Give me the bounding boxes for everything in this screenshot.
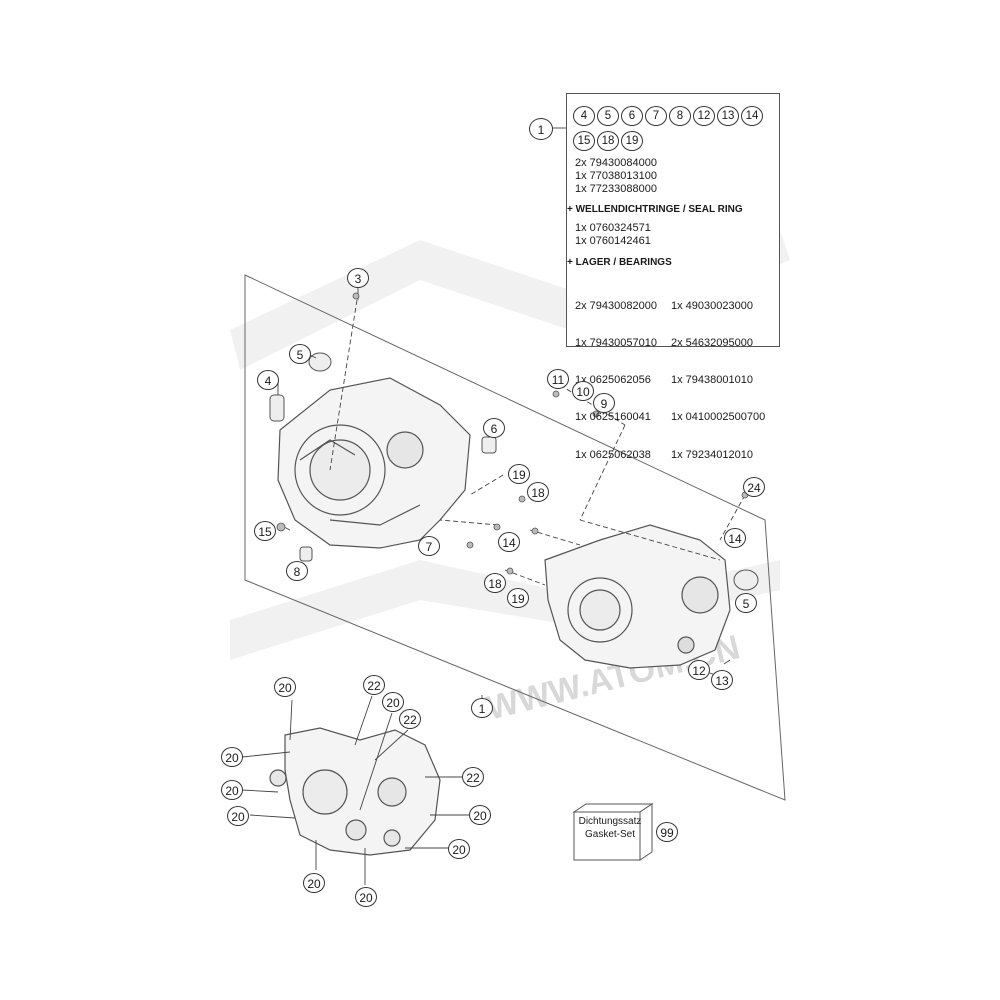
callout-1[interactable]: 1 <box>471 698 493 718</box>
callout-20[interactable]: 20 <box>221 780 243 800</box>
part-8-bushing <box>299 546 313 562</box>
legend-part: 1x 49030023000 <box>671 299 753 312</box>
part-5-ring <box>308 352 759 591</box>
seal-ring-heading: + WELLENDICHTRINGE / SEAL RING <box>567 204 743 215</box>
legend-chip: 5 <box>597 106 619 126</box>
legend-part: 2x 54632095000 <box>671 337 753 350</box>
callout-22[interactable]: 22 <box>363 675 385 695</box>
legend-part: 1x 0625160041 <box>575 411 651 424</box>
callout-13[interactable]: 13 <box>711 670 733 690</box>
callout-20[interactable]: 20 <box>355 887 377 907</box>
legend-chip: 6 <box>621 106 643 126</box>
callout-4[interactable]: 4 <box>257 370 279 390</box>
callout-8[interactable]: 8 <box>286 561 308 581</box>
callout-20[interactable]: 20 <box>227 806 249 826</box>
callout-99[interactable]: 99 <box>656 822 678 842</box>
part-4-sleeve <box>269 394 285 422</box>
callout-20[interactable]: 20 <box>303 873 325 893</box>
gasket-kit-label: Dichtungssatz Gasket-Set <box>570 805 650 853</box>
callout-20[interactable]: 20 <box>382 692 404 712</box>
callout-7[interactable]: 7 <box>418 536 440 556</box>
left-crankcase <box>277 377 471 549</box>
callout-15[interactable]: 15 <box>254 521 276 541</box>
bearings-col-2: 1x 49030023000 2x 54632095000 1x 7943800… <box>671 275 765 486</box>
callout-20[interactable]: 20 <box>448 839 470 859</box>
legend-chip: 4 <box>573 106 595 126</box>
bearings-heading: + LAGER / BEARINGS <box>567 257 672 268</box>
legend-chip: 7 <box>645 106 667 126</box>
legend-part: 1x 0625062038 <box>575 448 651 461</box>
legend-part: 1x 0760142461 <box>575 235 651 247</box>
callout-22[interactable]: 22 <box>462 767 484 787</box>
callout-14[interactable]: 14 <box>498 532 520 552</box>
watermark-logo <box>230 230 790 660</box>
legend-part: 1x 79430057010 <box>575 337 657 350</box>
callout-20[interactable]: 20 <box>221 747 243 767</box>
callout-11[interactable]: 11 <box>547 369 569 389</box>
callout-20[interactable]: 20 <box>469 805 491 825</box>
callout-10[interactable]: 10 <box>572 381 594 401</box>
legend-part: 1x 79438001010 <box>671 374 753 387</box>
legend-part: 1x 0625062056 <box>575 374 651 387</box>
callout-18[interactable]: 18 <box>527 482 549 502</box>
callout-22[interactable]: 22 <box>399 709 421 729</box>
legend-part: 2x 79430084000 <box>575 157 657 169</box>
callout-14[interactable]: 14 <box>724 528 746 548</box>
legend-part: 1x 79234012010 <box>671 448 753 461</box>
callout-9[interactable]: 9 <box>593 393 615 413</box>
callout-5[interactable]: 5 <box>735 593 757 613</box>
gasket-kit-line-2: Gasket-Set <box>584 829 636 840</box>
callout-19[interactable]: 19 <box>508 464 530 484</box>
gasket-kit-box <box>572 803 654 861</box>
legend-part: 1x 77233088000 <box>575 183 657 195</box>
legend-part: 2x 79430082000 <box>575 299 657 312</box>
legend-chip: 13 <box>717 106 739 126</box>
bearings-col-1: 2x 79430082000 1x 79430057010 1x 0625062… <box>575 275 657 486</box>
exploded-view-frame <box>244 274 786 801</box>
part-6-bushing <box>481 436 497 454</box>
legend-chip: 12 <box>693 106 715 126</box>
legend-chip: 19 <box>621 131 643 151</box>
right-crankcase <box>544 524 731 669</box>
callout-24[interactable]: 24 <box>743 477 765 497</box>
leader-lines <box>241 127 746 885</box>
callout-6[interactable]: 6 <box>483 418 505 438</box>
callout-5[interactable]: 5 <box>289 344 311 364</box>
legend-part: 1x 0410002500700 <box>671 411 766 424</box>
crankcase-side-view <box>269 727 441 856</box>
callout-12[interactable]: 12 <box>688 660 710 680</box>
legend-chip: 8 <box>669 106 691 126</box>
legend-chip: 14 <box>741 106 763 126</box>
legend-part: 1x 0760324571 <box>575 222 651 234</box>
callout-20[interactable]: 20 <box>274 677 296 697</box>
callout-3[interactable]: 3 <box>347 268 369 288</box>
legend-chip: 15 <box>573 131 595 151</box>
legend-chip: 18 <box>597 131 619 151</box>
gasket-kit-line-1: Dichtungssatz <box>578 816 642 827</box>
callout-19[interactable]: 19 <box>507 588 529 608</box>
legend-part: 1x 77038013100 <box>575 170 657 182</box>
callout-1[interactable]: 1 <box>529 118 553 140</box>
callout-18[interactable]: 18 <box>484 573 506 593</box>
